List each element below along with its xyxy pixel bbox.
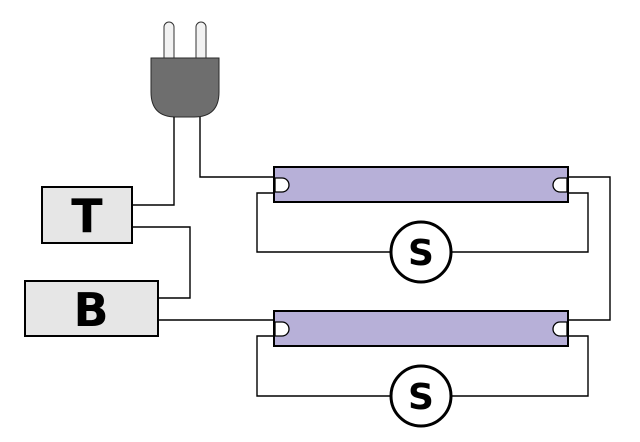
wire-bottom-starter-right <box>452 335 589 397</box>
wire-plug-to-transformer <box>132 117 175 206</box>
plug-body <box>150 57 220 118</box>
fluorescent-tube-top <box>273 166 569 203</box>
wire-top-tube-to-bottom-tube <box>568 176 611 321</box>
starter-top-label: S <box>408 233 434 274</box>
starter-bottom-label: S <box>408 377 434 418</box>
ballast-box: B <box>24 280 159 337</box>
starter-bottom: S <box>389 364 453 428</box>
tube-bottom-electrode-left <box>274 321 290 337</box>
wiring <box>132 117 611 397</box>
wire-transformer-to-ballast <box>132 226 191 299</box>
fluorescent-tube-bottom <box>273 310 569 347</box>
wire-top-starter-right <box>452 192 589 253</box>
tube-bottom-body <box>273 310 569 347</box>
tube-top-electrode-left <box>274 177 290 193</box>
transformer-label: T <box>71 189 103 243</box>
wire-plug-to-top-tube <box>199 117 274 178</box>
starter-bottom-circle <box>389 364 453 428</box>
power-plug <box>150 21 220 118</box>
transformer-box: T <box>41 186 133 244</box>
tube-bottom-electrode-right <box>552 321 568 337</box>
tube-top-body <box>273 166 569 203</box>
transformer-rect <box>41 186 133 244</box>
starter-top: S <box>389 220 453 284</box>
starter-top-circle <box>389 220 453 284</box>
tube-top-electrode-right <box>552 177 568 193</box>
ballast-rect <box>24 280 159 337</box>
wire-top-starter-left <box>256 192 390 253</box>
ballast-label: B <box>73 283 108 337</box>
wire-bottom-starter-left <box>256 335 390 397</box>
